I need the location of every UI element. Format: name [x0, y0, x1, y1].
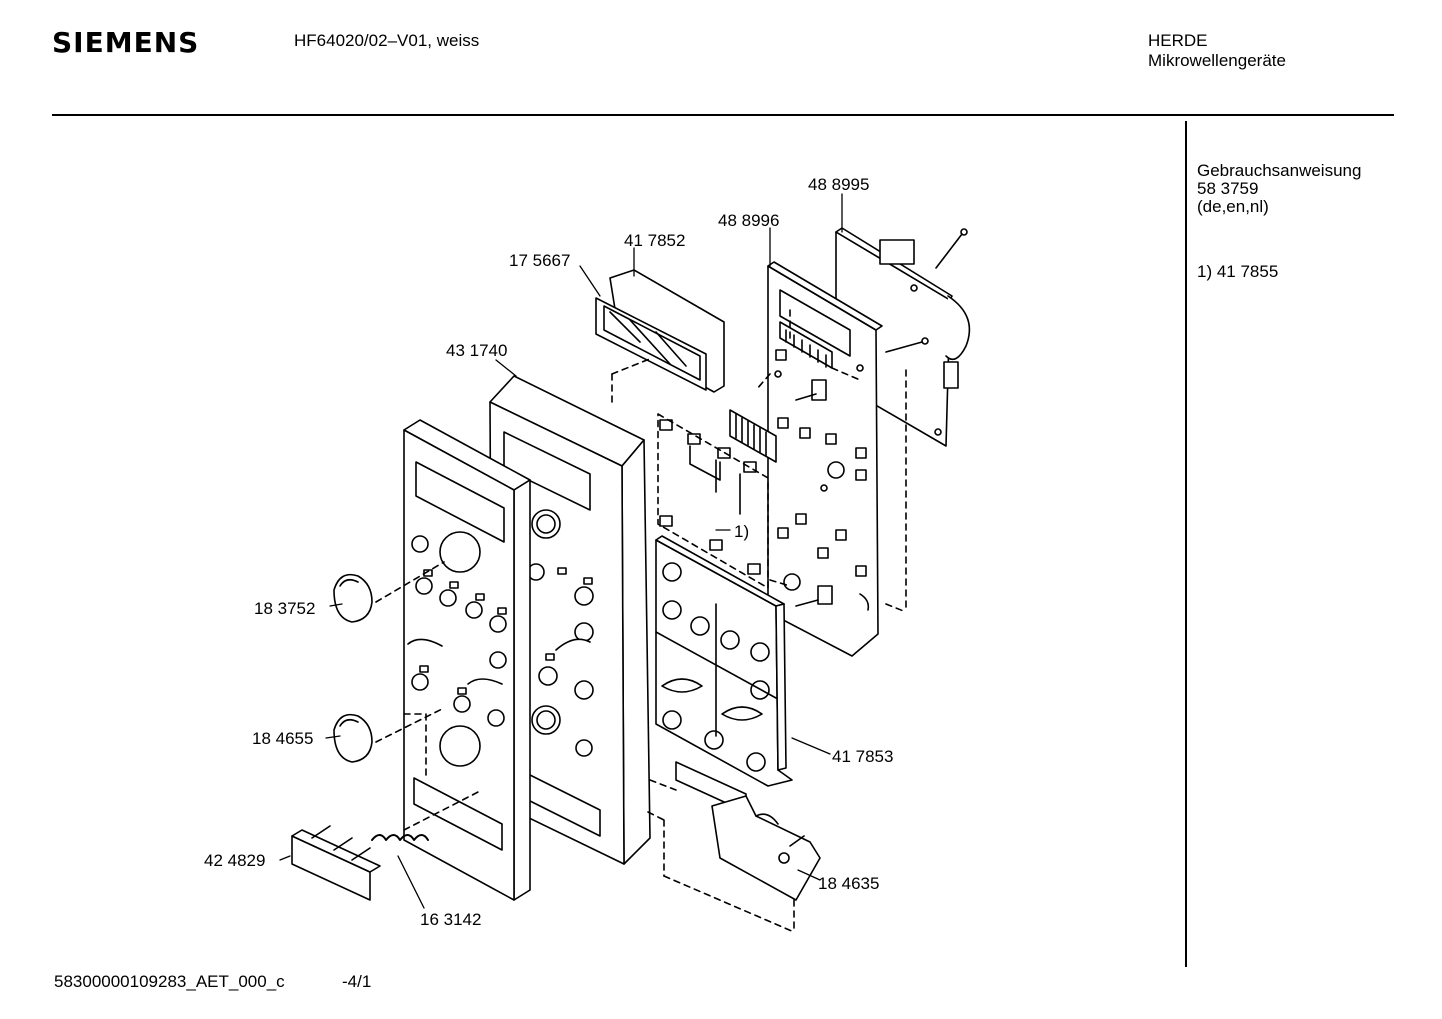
door-latch	[675, 761, 821, 901]
manual-languages: (de,en,nl)	[1197, 197, 1269, 216]
knob-lower	[333, 713, 373, 763]
brand-logo: SIEMENS	[52, 26, 200, 59]
header-rule	[52, 114, 1394, 116]
label-48-8996: 48 8996	[718, 211, 779, 230]
manual-number: 58 3759	[1197, 179, 1259, 198]
front-panel	[403, 419, 531, 901]
manual-label: Gebrauchsanweisung	[1197, 161, 1362, 180]
display-window-inner	[595, 297, 707, 391]
category-line-2: Mikrowellengeräte	[1148, 51, 1286, 70]
part-labels: 48 8995 48 8996 41 7852 17 5667 43 1740 …	[204, 175, 893, 929]
label-41-7853: 41 7853	[832, 747, 893, 766]
label-16-3142: 16 3142	[420, 910, 481, 929]
label-ref-1: 1)	[734, 522, 749, 541]
category: HERDE Mikrowellengeräte	[1148, 31, 1286, 71]
document-id: 58300000109283_AET_000_c	[54, 972, 285, 991]
leader-lines	[279, 193, 843, 909]
sidebar-rule	[1185, 121, 1187, 967]
category-line-1: HERDE	[1148, 31, 1208, 50]
label-42-4829: 42 4829	[204, 851, 265, 870]
label-18-3752: 18 3752	[254, 599, 315, 618]
key-carrier	[655, 535, 793, 787]
assembly-lines	[375, 309, 907, 933]
door-button	[291, 825, 381, 901]
front-pcb	[767, 261, 929, 657]
ribbon-cable	[729, 409, 777, 463]
label-43-1740: 43 1740	[446, 341, 507, 360]
label-18-4655: 18 4655	[252, 729, 313, 748]
label-48-8995: 48 8995	[808, 175, 869, 194]
page-number: -4/1	[342, 972, 372, 991]
label-18-4635: 18 4635	[818, 874, 879, 893]
model-number: HF64020/02–V01, weiss	[294, 31, 480, 50]
label-41-7852: 41 7852	[624, 231, 685, 250]
label-17-5667: 17 5667	[509, 251, 570, 270]
footnote: 1) 41 7855	[1197, 262, 1279, 281]
knob-upper	[333, 573, 373, 623]
membrane-sheet	[657, 413, 769, 589]
door-spring	[371, 834, 429, 841]
manual-info: Gebrauchsanweisung 58 3759 (de,en,nl)	[1197, 162, 1361, 216]
